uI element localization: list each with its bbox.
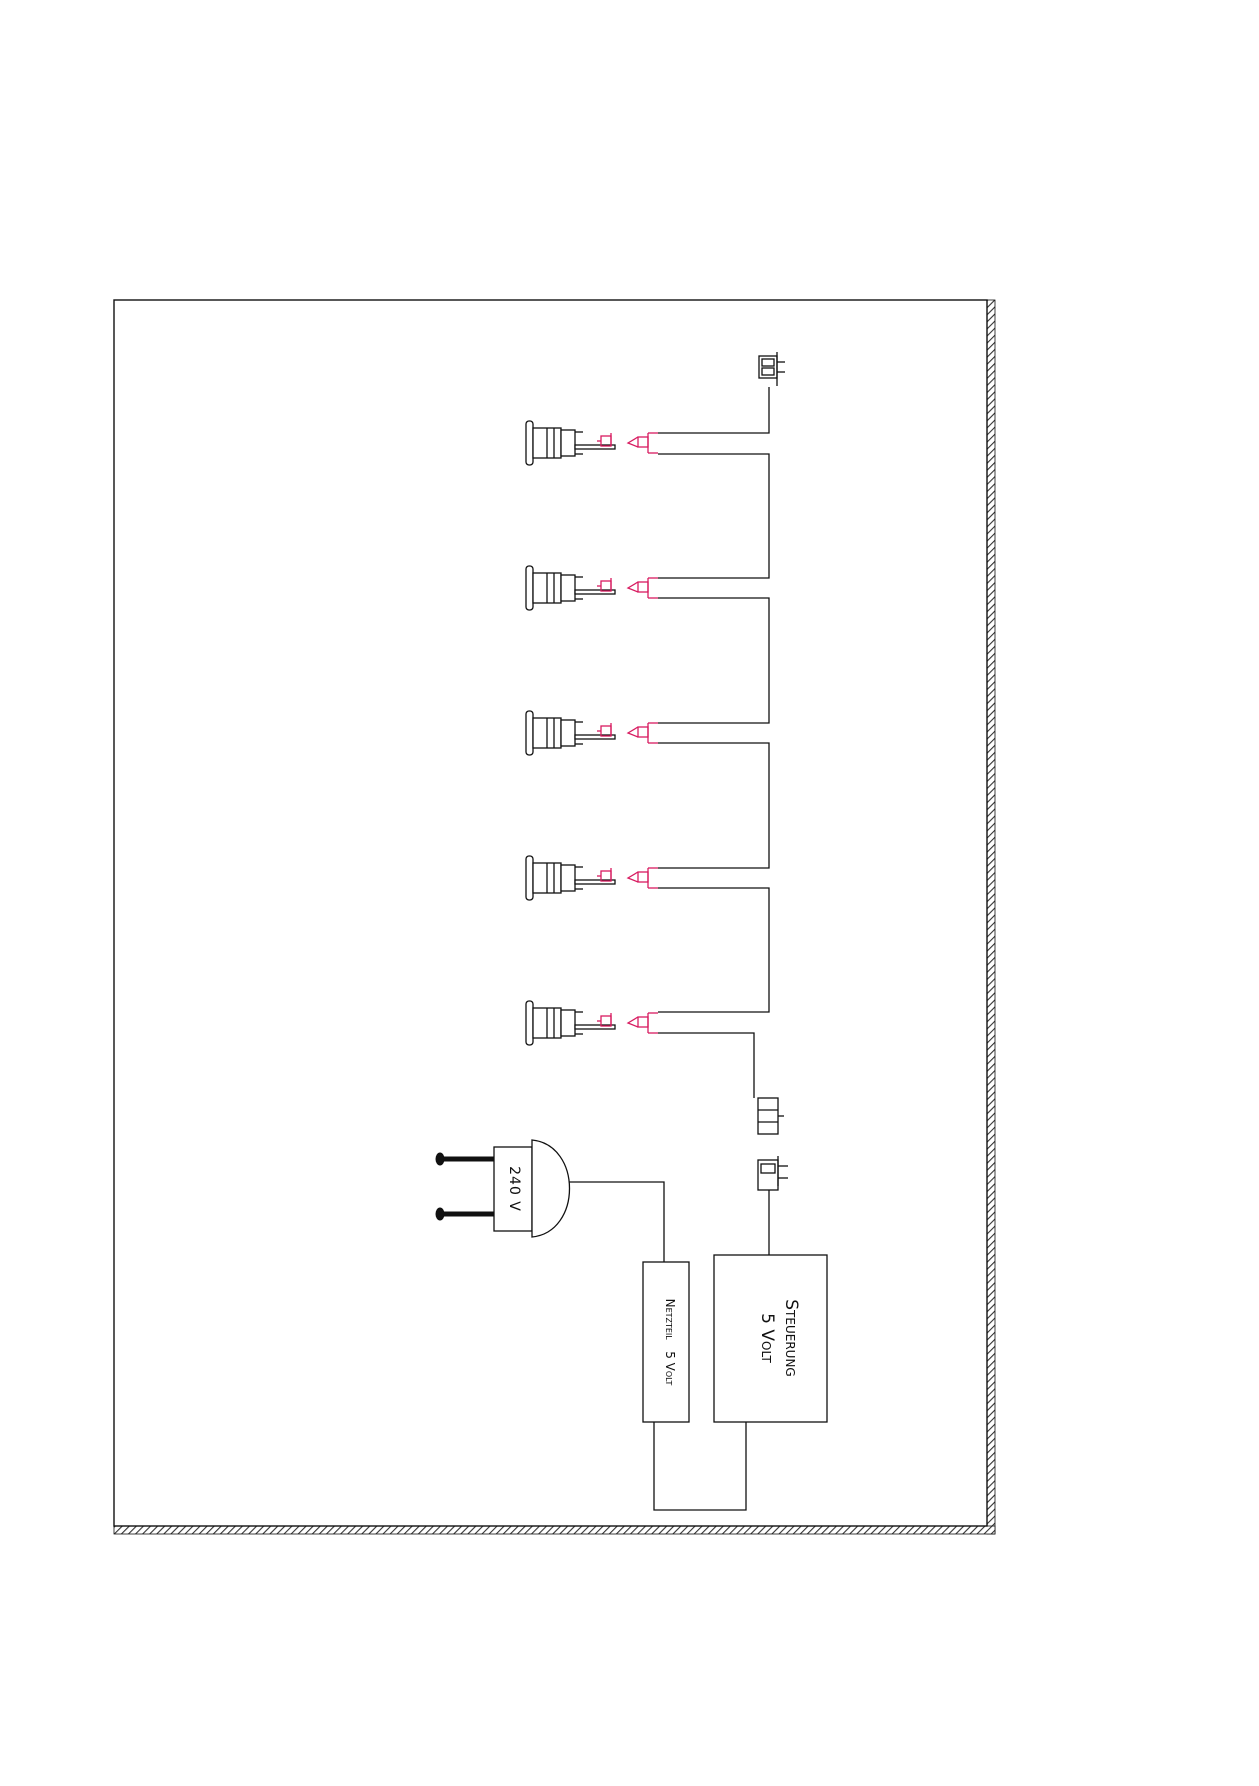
board-outline <box>113 299 988 1527</box>
lamp-3 <box>525 710 658 756</box>
wire-power-supply-controller <box>653 1422 747 1511</box>
lamp-connector-1 <box>597 432 658 454</box>
lamp-connector-2 <box>597 577 658 599</box>
wire-lamp2-lamp3 <box>658 597 770 724</box>
plug-pin-bottom <box>438 1211 495 1217</box>
plug-body <box>493 1146 533 1232</box>
inline-socket-connector <box>757 1156 788 1191</box>
controller-label-line1: Steuerung <box>781 1299 801 1376</box>
plug-grip <box>531 1139 571 1238</box>
board-hatch-right <box>986 299 996 1535</box>
inline-plug-connector <box>757 1097 784 1135</box>
lamp-group <box>525 420 658 1046</box>
bus-wiring <box>567 387 770 1511</box>
mains-plug: 240 V <box>435 1139 571 1238</box>
lamp-1 <box>525 420 658 466</box>
plug-voltage-label: 240 V <box>506 1166 522 1212</box>
wire-plug-power-supply <box>567 1181 665 1262</box>
lamp-2 <box>525 565 658 611</box>
mounting-board <box>113 299 996 1535</box>
power-supply-label: Netzteil 5 Volt <box>663 1299 677 1386</box>
power-supply-unit: Netzteil 5 Volt <box>642 1261 690 1423</box>
lamp-connector-5 <box>597 1012 658 1034</box>
end-terminal-connector <box>758 352 785 386</box>
plug-pin-top <box>438 1156 495 1162</box>
controller-label-line2: 5 Volt <box>757 1313 777 1363</box>
wire-end-stub <box>658 387 770 434</box>
wire-lamp3-lamp4 <box>658 742 770 869</box>
lamp-connector-3 <box>597 722 658 744</box>
lamp-5 <box>525 1000 658 1046</box>
board-hatch-bottom <box>113 1525 996 1535</box>
wire-lamp5-plug <box>658 1032 755 1098</box>
controller-unit: Steuerung 5 Volt <box>713 1254 828 1423</box>
wire-lamp4-lamp5 <box>658 887 770 1013</box>
lamp-4 <box>525 855 658 901</box>
wire-lamp1-lamp2 <box>658 453 770 579</box>
lamp-connector-4 <box>597 867 658 889</box>
